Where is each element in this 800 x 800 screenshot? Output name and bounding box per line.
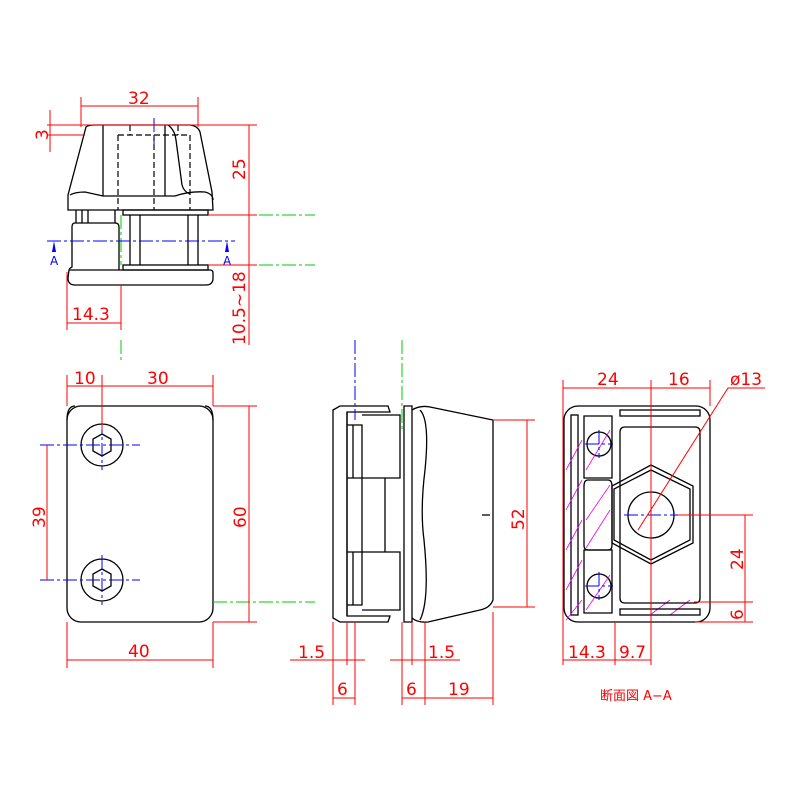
dim-1-5-right: 1.5 (428, 643, 455, 663)
dim-60: 60 (231, 506, 251, 528)
dim-6-right: 6 (406, 680, 417, 700)
section-mark-left: A (50, 254, 59, 268)
dim-39: 39 (30, 506, 50, 528)
hatching (565, 429, 691, 621)
side-view: 52 1.5 1.5 6 6 19 (290, 340, 535, 705)
dim-19: 19 (448, 680, 470, 700)
knob-body (67, 124, 214, 211)
dim-6-section: 6 (728, 609, 748, 620)
dim-1-5-left: 1.5 (298, 643, 325, 663)
section-mark-right: A (223, 254, 232, 268)
dim-6-left: 6 (337, 680, 348, 700)
clamp-plate-bottom (122, 264, 209, 271)
dim-14-3: 14.3 (72, 305, 110, 325)
dim-range: 10.5~18 (230, 271, 250, 345)
dim-24-top: 24 (597, 370, 619, 390)
top-view: A A 32 3 25 10.5~18 14.3 (33, 89, 315, 360)
dim-9-7: 9.7 (619, 643, 646, 663)
dim-3: 3 (33, 129, 53, 140)
dim-32: 32 (128, 89, 150, 109)
dim-14-3-section: 14.3 (568, 643, 606, 663)
dim-40: 40 (128, 642, 150, 662)
clamp-plate-top (122, 209, 209, 216)
side-plate-right (403, 405, 413, 623)
section-title: 断面図 A−A (600, 689, 672, 704)
dim-hole-diameter: ø13 (730, 370, 762, 390)
dim-25: 25 (230, 158, 250, 180)
dim-30: 30 (147, 369, 169, 389)
dim-10: 10 (74, 369, 96, 389)
dim-24-right: 24 (728, 548, 748, 570)
dim-52: 52 (509, 508, 529, 530)
dim-16: 16 (668, 370, 690, 390)
front-plate (66, 405, 214, 623)
section-view: 24 16 ø13 24 6 14.3 9.7 断面図 A−A (562, 370, 765, 704)
front-view: 10 30 39 60 40 (30, 369, 315, 668)
